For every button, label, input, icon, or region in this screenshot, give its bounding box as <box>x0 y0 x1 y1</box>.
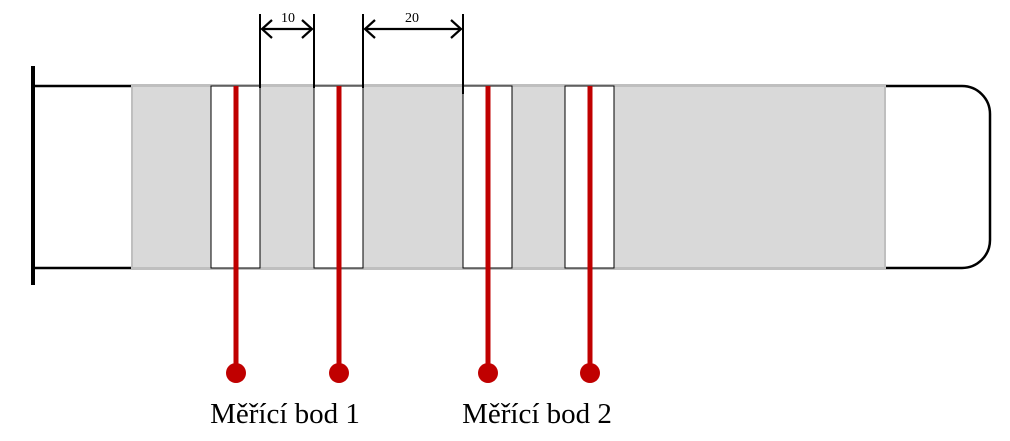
measuring-point-1-label: Měřící bod 1 <box>210 398 360 430</box>
probe-1 <box>226 86 246 383</box>
dimension-label-20: 20 <box>405 11 419 26</box>
dimension-arrow-20 <box>363 19 463 39</box>
probe-2 <box>329 86 349 383</box>
measuring-point-2-label: Měřící bod 2 <box>462 398 612 430</box>
probe-3 <box>478 86 498 383</box>
outer-body-outline <box>33 84 992 270</box>
dimension-arrow-10 <box>260 19 314 39</box>
dimension-label-10: 10 <box>281 11 295 26</box>
probe-4 <box>580 86 600 383</box>
